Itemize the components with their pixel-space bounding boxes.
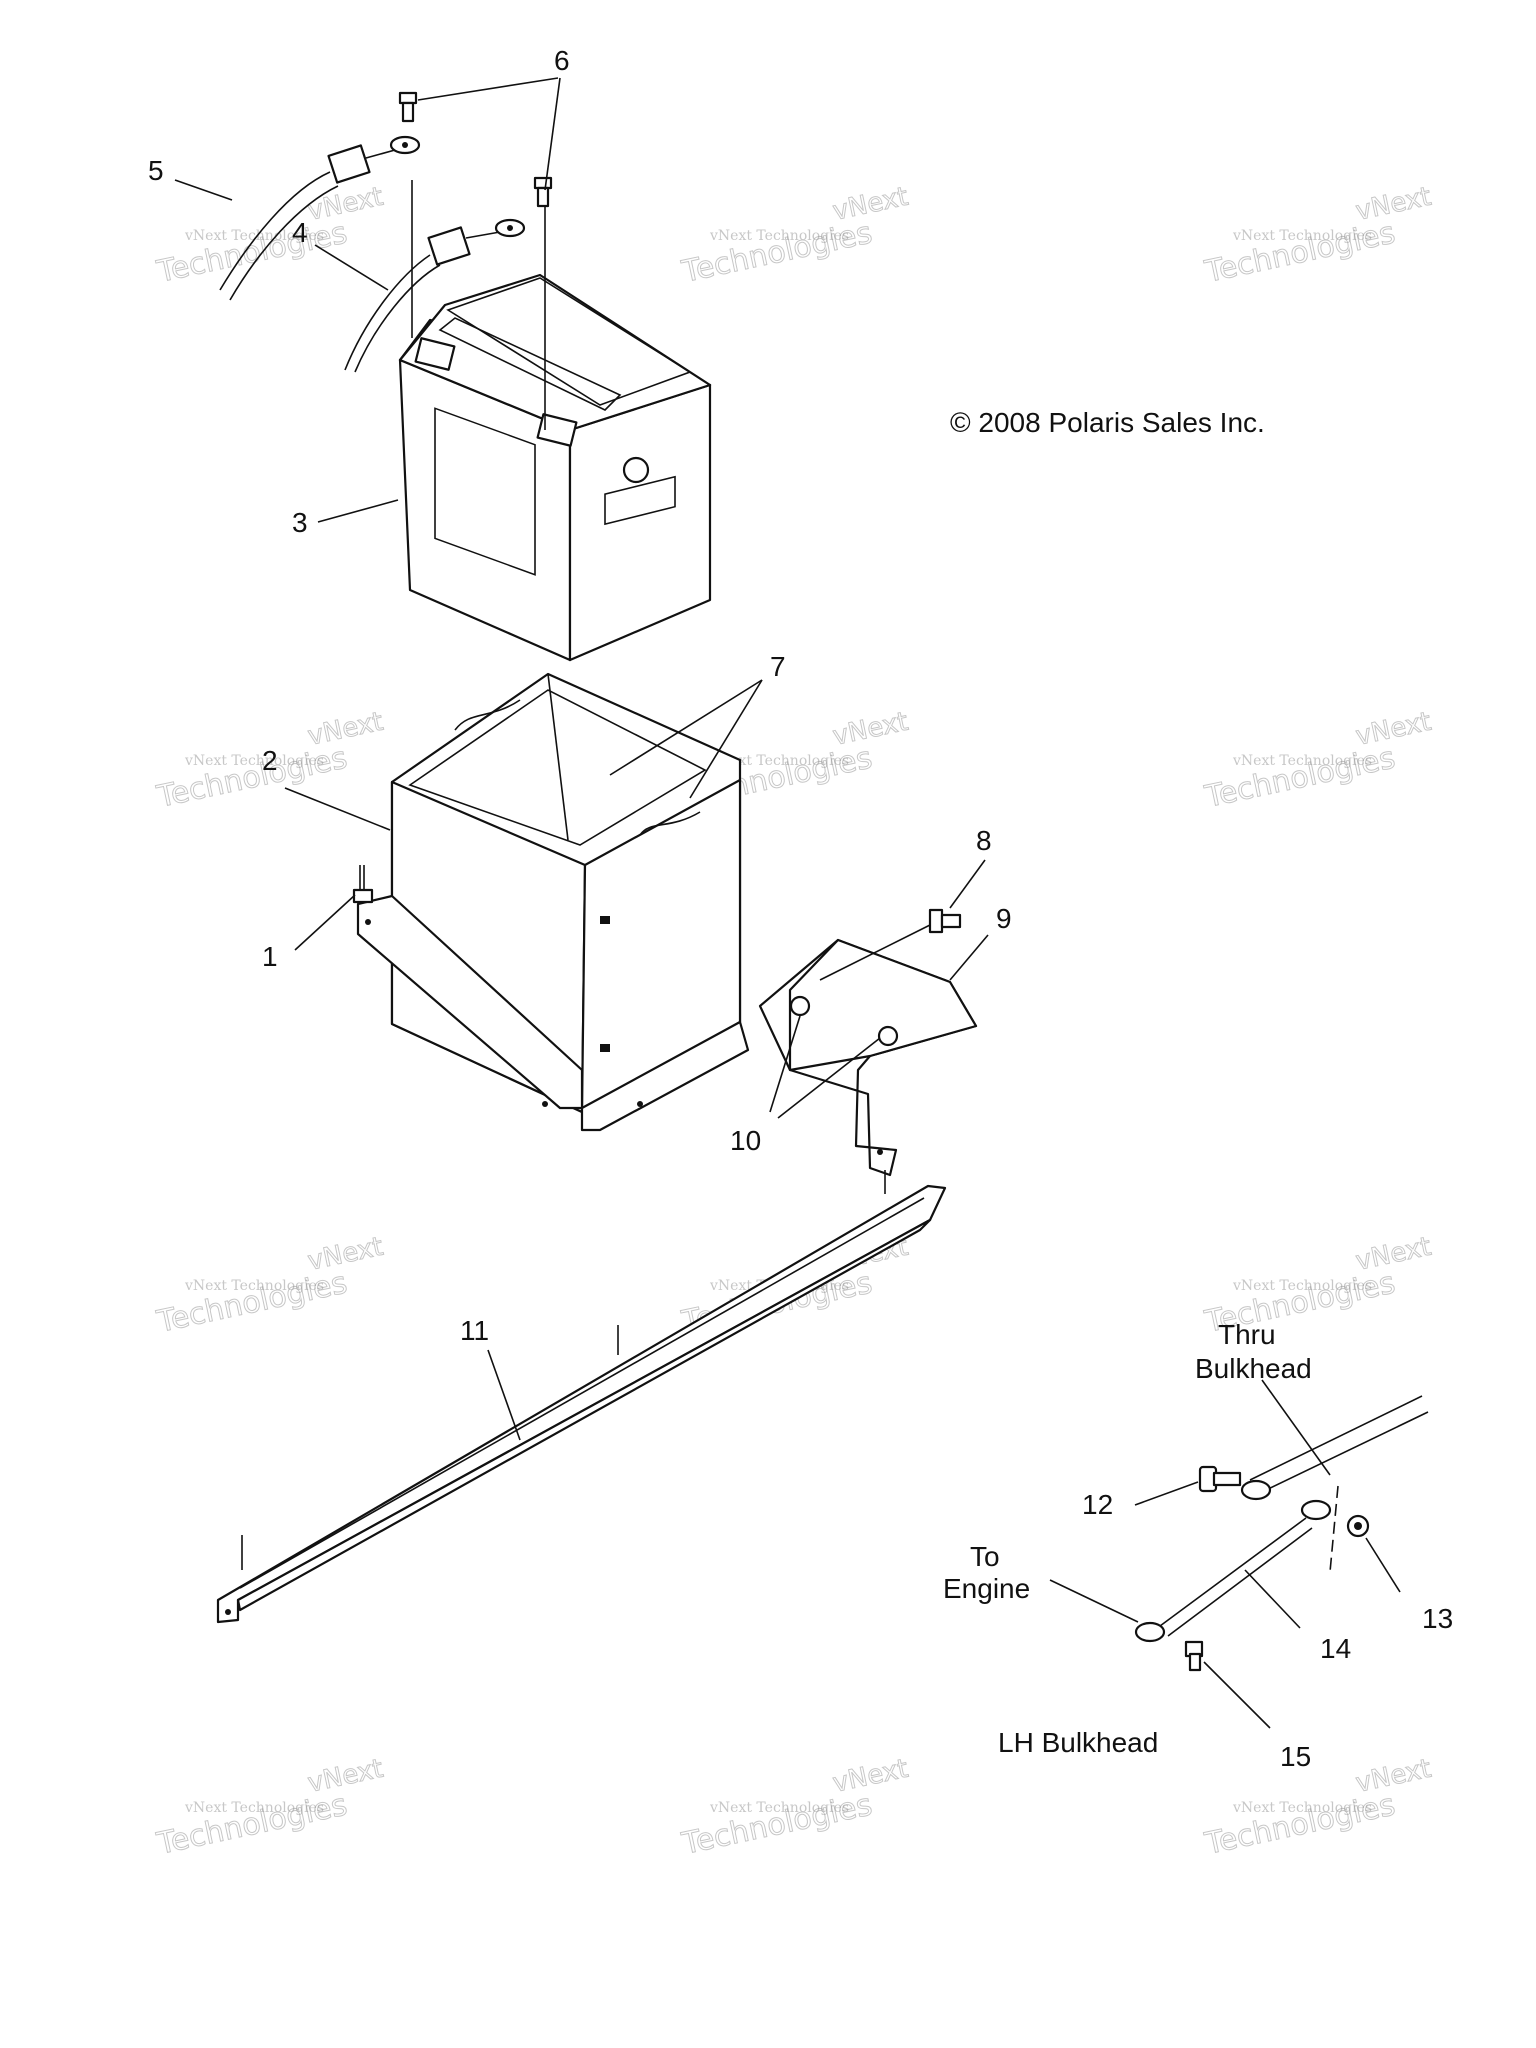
callout-11: 11 <box>460 1315 489 1346</box>
svg-text:Technologies: Technologies <box>1201 741 1398 816</box>
fastener-part-1 <box>352 865 374 904</box>
rod-part-14 <box>1134 1499 1332 1643</box>
svg-text:vNext Technologies: vNext Technologies <box>184 753 324 769</box>
bulkhead-cable <box>1240 1395 1429 1501</box>
svg-text:Technologies: Technologies <box>678 216 875 291</box>
svg-text:vNext Technologies: vNext Technologies <box>1232 753 1372 769</box>
callout-7: 7 <box>770 651 786 682</box>
watermark: vNext Technologies vNext Technologies <box>1201 706 1434 816</box>
battery-cable-part-5 <box>219 135 421 301</box>
battery-box-part-2 <box>356 672 750 1132</box>
callout-3: 3 <box>292 507 308 538</box>
callout-1: 1 <box>262 941 278 972</box>
callout-labels: 6 5 4 3 7 2 1 8 9 10 11 12 13 14 15 <box>148 45 1453 1772</box>
svg-text:Technologies: Technologies <box>1201 216 1398 291</box>
callout-6: 6 <box>554 45 570 76</box>
watermark: vNext Technologies vNext Technologies <box>1201 181 1434 291</box>
svg-text:vNext Technologies: vNext Technologies <box>184 1800 324 1816</box>
svg-text:vNext Technologies: vNext Technologies <box>1232 1800 1372 1816</box>
bracket-part-9 <box>758 938 978 1177</box>
callout-5: 5 <box>148 155 164 186</box>
note-engine: Engine <box>943 1573 1030 1604</box>
watermark: vNext Technologies vNext Technologies <box>678 1753 911 1863</box>
callout-9: 9 <box>996 903 1012 934</box>
leader-lines <box>174 77 1401 1729</box>
svg-text:vNext Technologies: vNext Technologies <box>1232 1278 1372 1294</box>
svg-text:Technologies: Technologies <box>153 1788 350 1863</box>
callout-10: 10 <box>730 1125 761 1156</box>
svg-text:Technologies: Technologies <box>678 1788 875 1863</box>
svg-text:vNext Technologies: vNext Technologies <box>709 228 849 244</box>
callout-12: 12 <box>1082 1489 1113 1520</box>
note-to: To <box>970 1541 1000 1572</box>
watermark: vNext Technologies vNext Technologies <box>153 181 386 291</box>
watermark: vNext Technologies vNext Technologies <box>153 1753 386 1863</box>
bolt-part-15 <box>1184 1640 1204 1672</box>
bulkhead-centerline <box>1329 1485 1339 1573</box>
bolt-part-8 <box>928 908 962 934</box>
note-bulkhead: Bulkhead <box>1195 1353 1312 1384</box>
svg-text:Technologies: Technologies <box>153 216 350 291</box>
svg-text:Technologies: Technologies <box>153 741 350 816</box>
svg-text:Technologies: Technologies <box>1201 1788 1398 1863</box>
callout-13: 13 <box>1422 1603 1453 1634</box>
callout-8: 8 <box>976 825 992 856</box>
svg-text:vNext Technologies: vNext Technologies <box>709 753 849 769</box>
bolt-part-12 <box>1198 1465 1242 1493</box>
notes: Thru Bulkhead To Engine LH Bulkhead <box>943 1319 1312 1758</box>
callout-4: 4 <box>292 217 308 248</box>
svg-text:vNext Technologies: vNext Technologies <box>184 1278 324 1294</box>
watermark: vNext Technologies vNext Technologies <box>153 1231 386 1341</box>
svg-text:vNext Technologies: vNext Technologies <box>709 1800 849 1816</box>
svg-text:vNext Technologies: vNext Technologies <box>1232 228 1372 244</box>
svg-text:vNext Technologies: vNext Technologies <box>184 228 324 244</box>
watermark: vNext Technologies vNext Technologies <box>1201 1753 1434 1863</box>
watermark: vNext Technologies vNext Technologies <box>678 181 911 291</box>
rail-part-11 <box>216 1170 947 1624</box>
callout-15: 15 <box>1280 1741 1311 1772</box>
battery-part-3 <box>398 273 712 662</box>
copyright-text: © 2008 Polaris Sales Inc. <box>950 407 1265 438</box>
svg-text:Technologies: Technologies <box>153 1266 350 1341</box>
callout-2: 2 <box>262 745 278 776</box>
callout-14: 14 <box>1320 1633 1351 1664</box>
terminal-bolt-part-6 <box>398 91 553 208</box>
nut-part-13 <box>1346 1514 1370 1538</box>
battery-cable-part-4 <box>344 218 526 373</box>
note-lh-bulkhead: LH Bulkhead <box>998 1727 1158 1758</box>
note-thru: Thru <box>1218 1319 1276 1350</box>
